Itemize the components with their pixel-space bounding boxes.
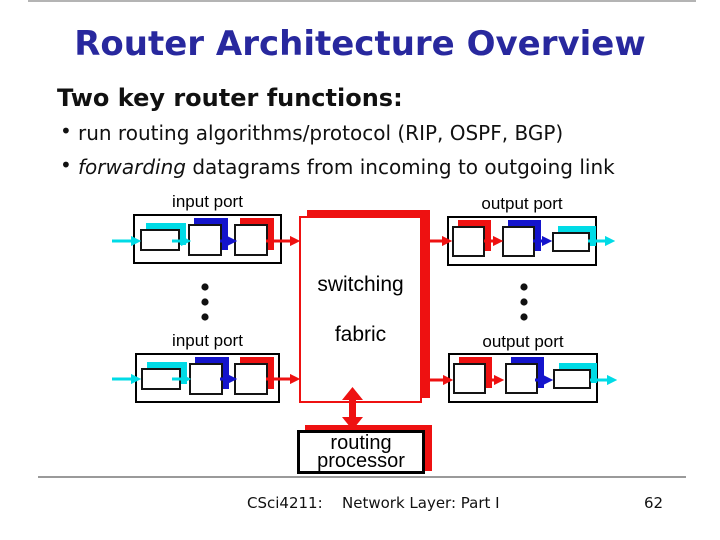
output-port-top-label: output port	[481, 194, 563, 213]
ellipsis-dots-left	[201, 283, 209, 321]
bullet-marker: •	[60, 153, 72, 177]
port-stage-box	[453, 363, 486, 394]
port-stage-box	[552, 232, 590, 252]
port-stage-box	[140, 229, 180, 251]
routing-processor-label-line1: routing	[330, 432, 392, 454]
footer-section: Network Layer: Part I	[342, 494, 500, 512]
switching-fabric-label-line2: fabric	[334, 322, 387, 346]
bullet-text: forwarding datagrams from incoming to ou…	[78, 155, 615, 179]
footer-page-number: 62	[644, 494, 664, 512]
ellipsis-dots-right	[520, 283, 528, 321]
output-port-bottom-box	[448, 353, 598, 403]
input-port-top-box	[133, 214, 282, 264]
port-stage-box	[505, 363, 538, 394]
port-stage-box	[234, 224, 268, 256]
port-stage-box	[502, 226, 535, 257]
routing-processor-box: routing processor	[297, 430, 425, 474]
switching-fabric-box: switching fabric	[299, 216, 422, 403]
bullet-text: run routing algorithms/protocol (RIP, OS…	[78, 121, 564, 145]
input-port-bottom-box	[135, 353, 280, 403]
port-stage-box	[234, 363, 268, 395]
footer-course: CSci4211:	[247, 494, 323, 512]
port-stage-box	[553, 369, 591, 389]
slide-top-edge	[28, 0, 696, 2]
port-stage-box	[188, 224, 222, 256]
footer-divider	[38, 476, 686, 478]
subtitle: Two key router functions:	[57, 84, 403, 112]
port-stage-box	[452, 226, 485, 257]
output-port-bottom-label: output port	[482, 332, 564, 351]
input-port-top-label: input port	[172, 192, 243, 211]
bullet-marker: •	[60, 119, 72, 143]
port-stage-box	[141, 368, 181, 390]
page-title: Router Architecture Overview	[74, 24, 646, 64]
port-stage-box	[189, 363, 223, 395]
routing-processor-label-line2: processor	[317, 450, 405, 472]
output-port-top-box	[447, 216, 597, 266]
input-port-bottom-label: input port	[172, 331, 243, 350]
switching-fabric-label-line1: switching	[317, 272, 404, 296]
